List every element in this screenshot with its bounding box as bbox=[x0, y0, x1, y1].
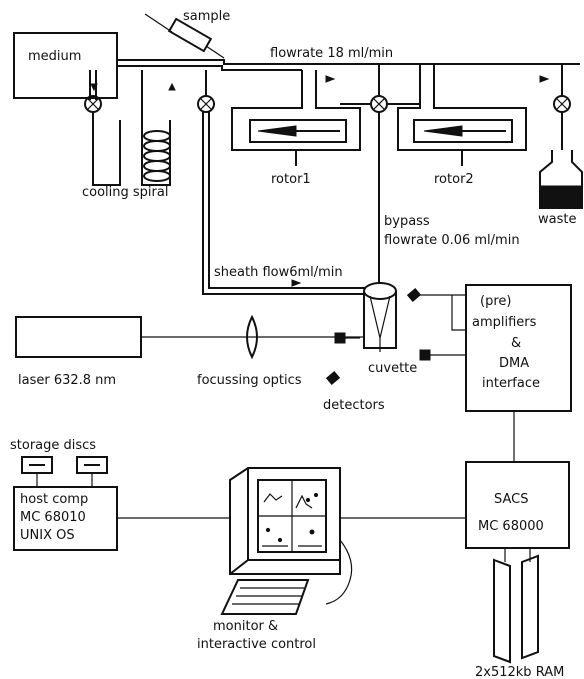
ram-label: 2x512kb RAM bbox=[475, 665, 564, 679]
detector-top bbox=[406, 288, 422, 302]
flow-arrows bbox=[90, 75, 550, 287]
medium-reservoir bbox=[13, 32, 118, 99]
valve-2 bbox=[197, 95, 215, 113]
cuvette-label: cuvette bbox=[368, 361, 417, 376]
storage-disc-2 bbox=[76, 456, 108, 474]
host-line-3: UNIX OS bbox=[20, 528, 75, 543]
sacs-line-2: MC 68000 bbox=[478, 519, 544, 534]
waste-bottle bbox=[539, 112, 583, 209]
focussing-optics-label: focussing optics bbox=[197, 373, 302, 388]
host-line-2: MC 68010 bbox=[20, 510, 86, 525]
focussing-lens bbox=[246, 314, 258, 360]
sheath-flow-tube bbox=[202, 112, 366, 295]
rotor-1-label: rotor1 bbox=[271, 172, 311, 187]
amplifier-dma-interface-box bbox=[465, 284, 572, 412]
cuvette bbox=[363, 282, 397, 352]
valve-4 bbox=[553, 95, 571, 113]
detector-side-right bbox=[419, 349, 431, 361]
sample-label: sample bbox=[183, 9, 230, 24]
amplifier-line-2: amplifiers bbox=[472, 315, 537, 330]
sample-syringe bbox=[144, 13, 225, 59]
detector-side-left bbox=[334, 332, 346, 344]
rotor-1 bbox=[231, 70, 361, 166]
detectors-label: detectors bbox=[323, 398, 385, 413]
amplifier-line-3: & bbox=[511, 336, 521, 351]
bypass-label: bypass bbox=[384, 214, 430, 229]
laser-label: laser 632.8 nm bbox=[18, 373, 116, 388]
monitor-line-1: monitor & bbox=[213, 619, 278, 634]
bypass-flowrate-label: flowrate 0.06 ml/min bbox=[384, 233, 520, 248]
monitor-screen-plots bbox=[258, 480, 326, 552]
detector-wiring bbox=[344, 294, 466, 356]
monitor-line-2: interactive control bbox=[197, 637, 316, 652]
sheath-flow-label: sheath flow6ml/min bbox=[214, 265, 343, 280]
rotor-2 bbox=[397, 64, 527, 166]
keyboard bbox=[220, 579, 310, 615]
monitor bbox=[229, 467, 341, 575]
cooling-spiral-label: cooling spiral bbox=[82, 185, 168, 200]
main-supply-tube bbox=[117, 59, 580, 71]
storage-discs-label: storage discs bbox=[10, 438, 96, 453]
cooling-spiral bbox=[92, 70, 171, 186]
host-line-1: host comp bbox=[20, 492, 88, 507]
amplifier-line-5: interface bbox=[482, 376, 540, 391]
waste-label: waste bbox=[538, 212, 576, 227]
sacs-box bbox=[465, 461, 570, 549]
ram-board-1 bbox=[493, 548, 511, 664]
ram-board-2 bbox=[521, 548, 539, 660]
valve-3 bbox=[370, 95, 388, 113]
keyboard-cable bbox=[325, 539, 353, 605]
rotor-2-label: rotor2 bbox=[434, 172, 474, 187]
amplifier-line-4: DMA bbox=[499, 356, 529, 371]
sacs-line-1: SACS bbox=[494, 492, 529, 507]
medium-label: medium bbox=[28, 49, 81, 64]
main-flowrate-label: flowrate 18 ml/min bbox=[270, 46, 393, 61]
detector-bottom bbox=[325, 371, 341, 385]
amplifier-line-1: (pre) bbox=[480, 294, 511, 309]
storage-disc-1 bbox=[21, 456, 53, 474]
laser bbox=[15, 316, 142, 358]
